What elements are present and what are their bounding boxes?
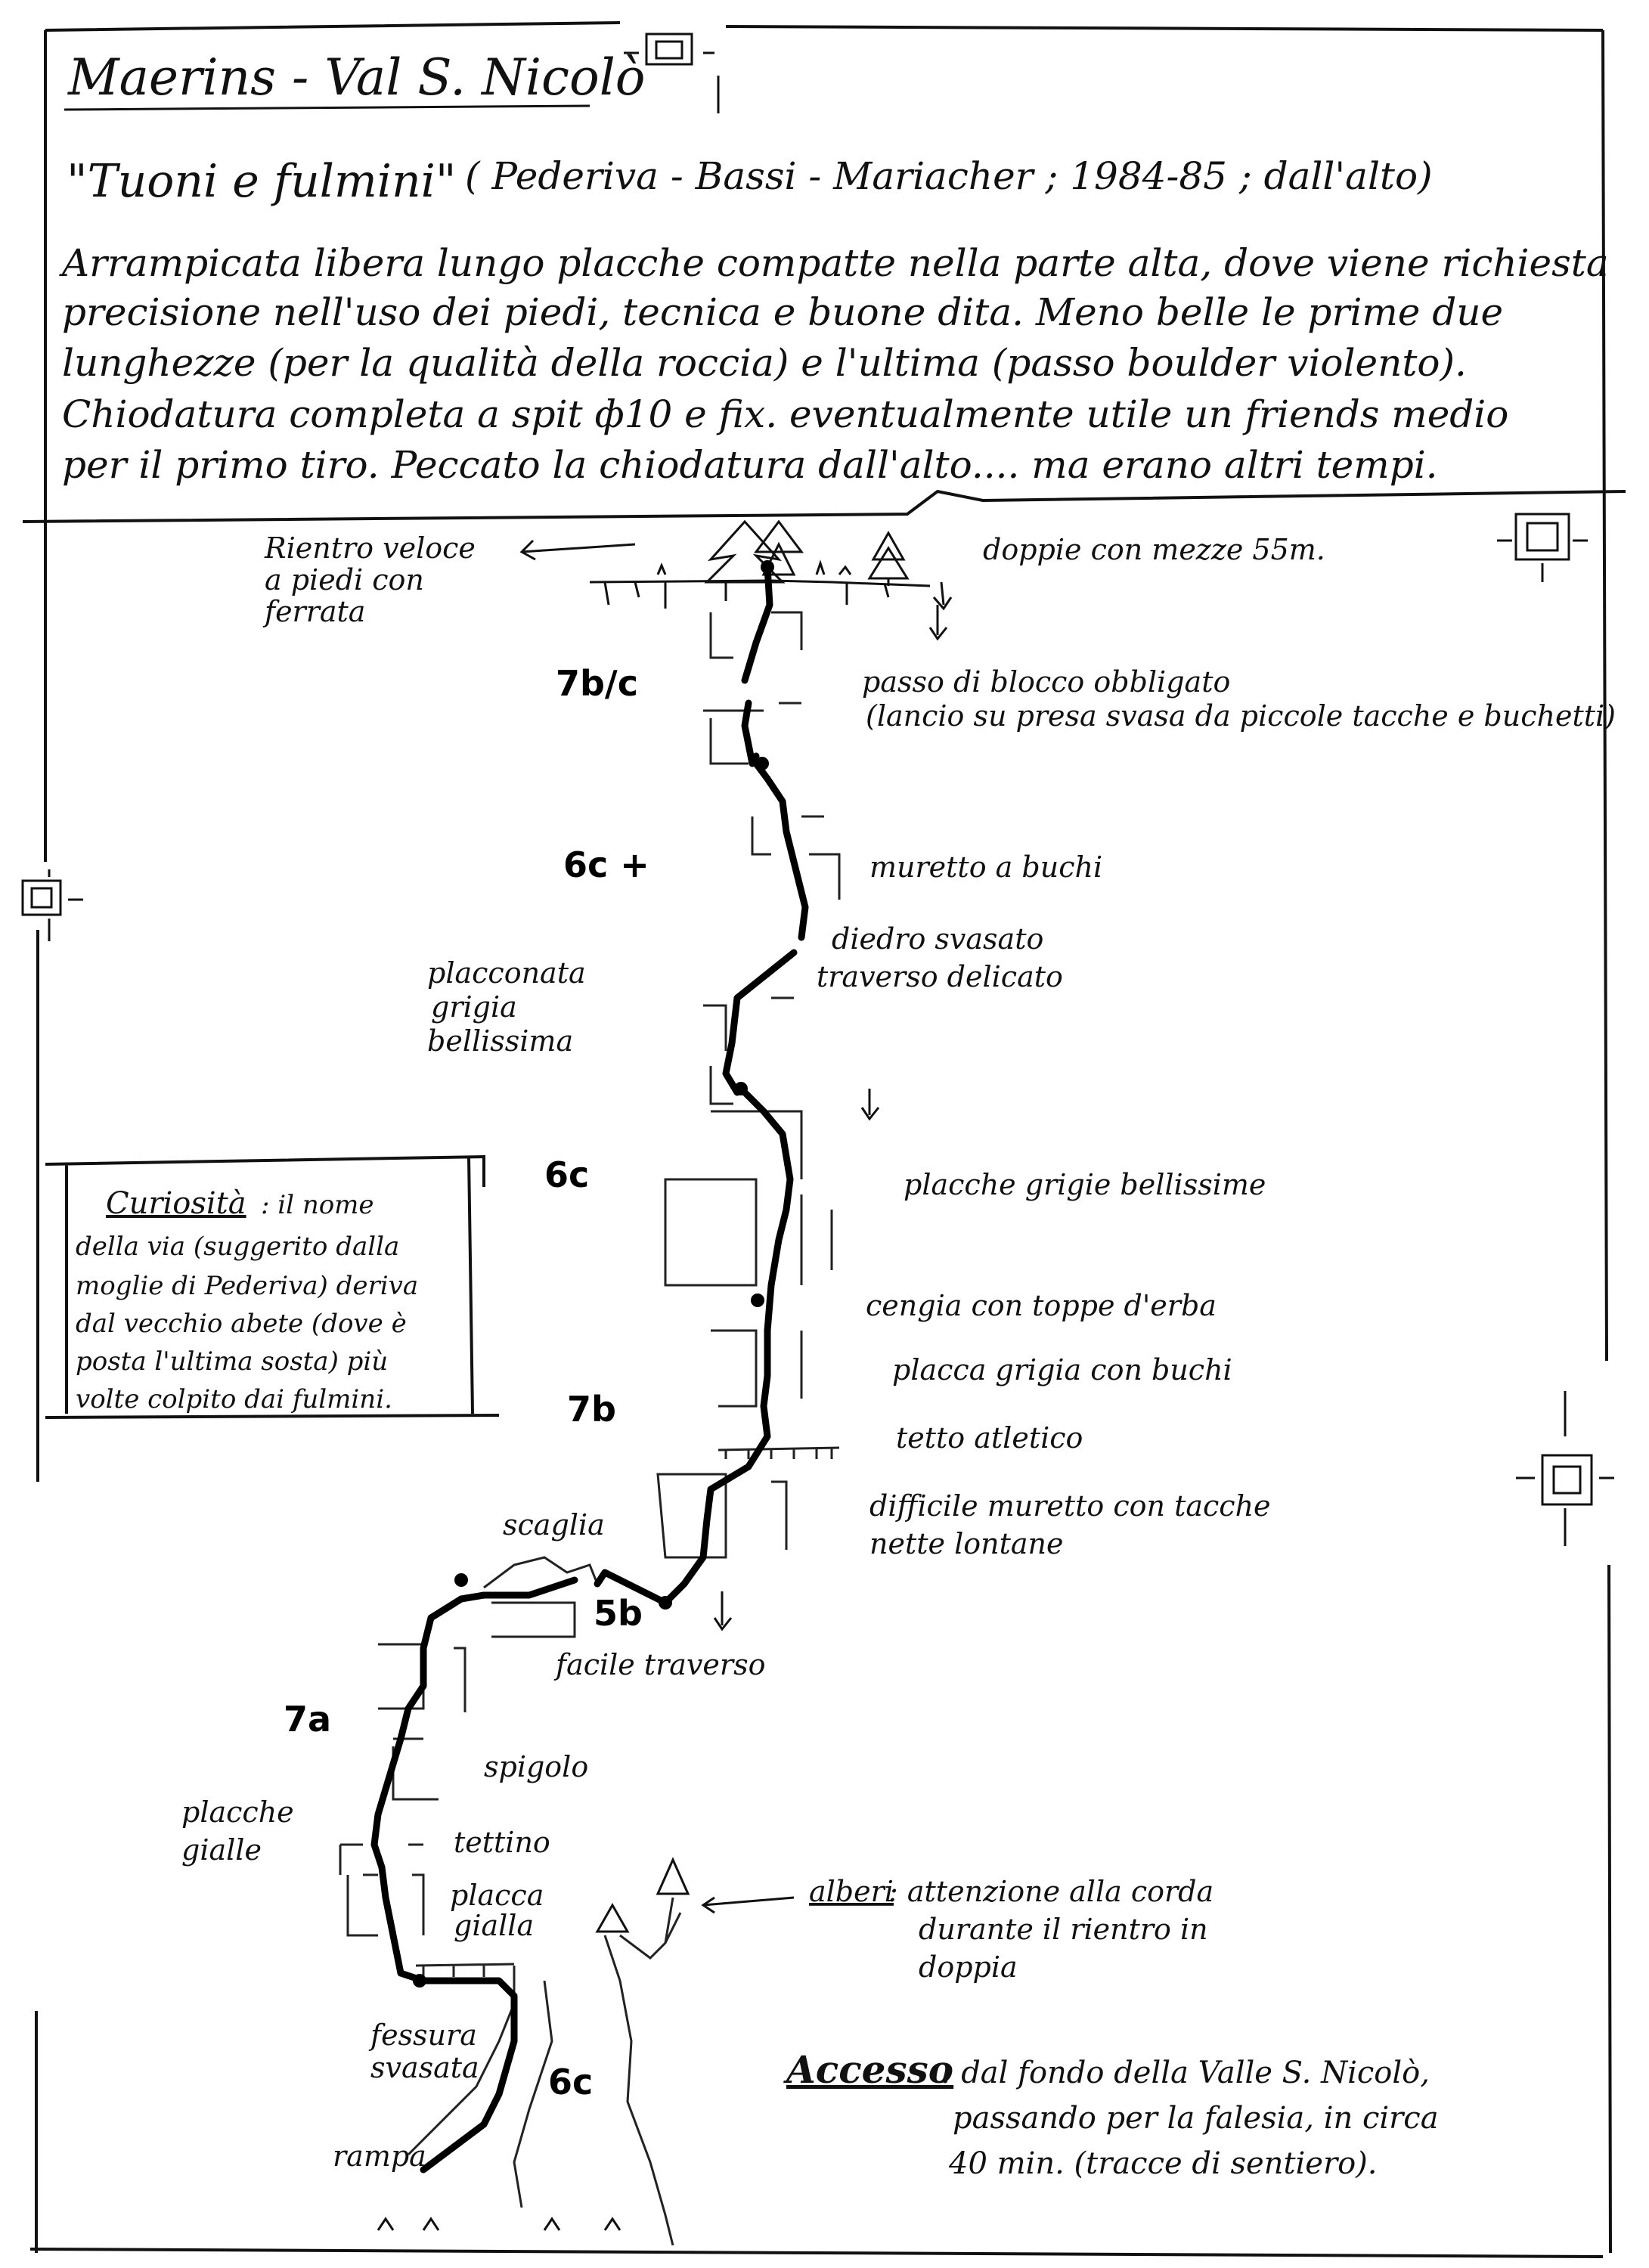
label-spigolo: spigolo xyxy=(484,1750,588,1783)
label-placconata: placconata xyxy=(427,956,586,990)
label-tetto: tetto atletico xyxy=(896,1421,1083,1455)
grade-label: 7b/c xyxy=(556,663,638,704)
corner-square-icon xyxy=(1497,513,1588,582)
label-placca-gialla: gialla xyxy=(454,1909,534,1942)
description-line: per il primo tiro. Peccato la chiodatura… xyxy=(62,443,1438,487)
label-difficile: difficile muretto con tacche xyxy=(869,1489,1271,1523)
accesso-line: : dal fondo della Valle S. Nicolò, xyxy=(941,2056,1430,2090)
curiosita-line: volte colpito dai fulmini. xyxy=(76,1384,392,1414)
label-rientro: Rientro veloce xyxy=(264,531,476,565)
label-placche-gialle: placche xyxy=(181,1796,294,1829)
description-line: lunghezze (per la qualità della roccia) … xyxy=(62,341,1467,385)
accesso-line: 40 min. (tracce di sentiero). xyxy=(948,2146,1378,2181)
grade-label: 7b xyxy=(567,1389,616,1430)
curiosita-line: moglie di Pederiva) deriva xyxy=(76,1271,418,1301)
label-scaglia: scaglia xyxy=(503,1508,605,1541)
arrow-left-icon xyxy=(701,1896,795,1914)
label-difficile: nette lontane xyxy=(869,1527,1063,1560)
accesso-block: Accesso : dal fondo della Valle S. Nicol… xyxy=(783,2047,1439,2181)
label-cengia: cengia con toppe d'erba xyxy=(866,1289,1217,1322)
description-line: precisione nell'uso dei piedi, tecnica e… xyxy=(62,290,1503,334)
grade-label: 5b xyxy=(594,1593,643,1634)
accesso-line: passando per la falesia, in circa xyxy=(953,2101,1439,2136)
label-passo-blocco: (lancio su presa svasa da piccole tacche… xyxy=(866,699,1616,733)
belay-station xyxy=(413,560,774,1988)
label-rientro: ferrata xyxy=(262,595,365,628)
label-passo-blocco: passo di blocco obbligato xyxy=(862,665,1230,699)
label-placconata: bellissima xyxy=(427,1024,573,1058)
curiosita-title: Curiosità xyxy=(106,1186,246,1221)
route-info: ( Pederiva - Bassi - Mariacher ; 1984-85… xyxy=(465,154,1433,198)
arrow-down-icon xyxy=(860,1089,880,1121)
label-rientro: a piedi con xyxy=(265,563,424,596)
curiosita-line: : il nome xyxy=(261,1190,374,1220)
corner-square-icon xyxy=(624,33,720,113)
climbing-route xyxy=(370,563,809,2174)
title-underline xyxy=(64,104,590,111)
label-muretto-buchi: muretto a buchi xyxy=(869,850,1102,884)
label-alberi-title: alberi xyxy=(809,1875,894,1908)
curiosita-line: posta l'ultima sosta) più xyxy=(76,1346,388,1377)
arrow-icon xyxy=(519,539,636,561)
grade-label: 7a xyxy=(284,1699,331,1740)
label-placche-grigie: placche grigie bellissime xyxy=(904,1168,1266,1201)
label-tettino: tettino xyxy=(454,1826,550,1859)
accesso-title: Accesso xyxy=(783,2047,953,2092)
label-traverso-delicato: traverso delicato xyxy=(817,960,1063,993)
description-line: Arrampicata libera lungo placche compatt… xyxy=(59,241,1609,285)
side-square-icon xyxy=(21,869,83,941)
curiosita-line: dal vecchio abete (dove è xyxy=(76,1309,407,1339)
side-square-icon xyxy=(1516,1391,1614,1546)
label-alberi: durante il rientro in xyxy=(919,1913,1208,1946)
label-placche-gialle: gialle xyxy=(181,1833,262,1867)
label-fessura: fessura xyxy=(368,2019,477,2052)
description-line: Chiodatura completa a spit ф10 e fix. ev… xyxy=(62,392,1508,436)
grade-label: 6c xyxy=(548,2062,593,2102)
label-doppie: doppie con mezze 55m. xyxy=(983,533,1325,566)
route-name: "Tuoni e fulmini" xyxy=(67,155,456,208)
label-alberi: doppia xyxy=(919,1950,1018,1984)
arrow-down-icon xyxy=(928,605,948,641)
label-alberi: : attenzione alla corda xyxy=(888,1875,1214,1908)
label-placca-grigia: placca grigia con buchi xyxy=(892,1353,1232,1387)
label-diedro: diedro svasato xyxy=(832,922,1043,956)
label-rampa: rampa xyxy=(333,2139,426,2173)
label-placca-gialla: placca xyxy=(450,1879,544,1912)
grade-label: 6c xyxy=(544,1154,589,1195)
tree-icon xyxy=(704,519,910,586)
arrow-down-icon xyxy=(713,1591,733,1631)
label-fessura: svasata xyxy=(370,2051,479,2084)
label-facile-traverso: facile traverso xyxy=(553,1648,765,1681)
label-placconata: grigia xyxy=(431,990,517,1024)
grade-label: 6c + xyxy=(563,844,649,885)
page-frame xyxy=(22,21,1626,2258)
curiosita-line: della via (suggerito dalla xyxy=(76,1232,399,1262)
summit-plateau xyxy=(589,579,953,611)
grass-icon xyxy=(656,559,852,575)
curiosita-box: Curiosità : il nome della via (suggerito… xyxy=(45,1154,500,1419)
page-title: Maerins - Val S. Nicolò xyxy=(67,48,646,107)
